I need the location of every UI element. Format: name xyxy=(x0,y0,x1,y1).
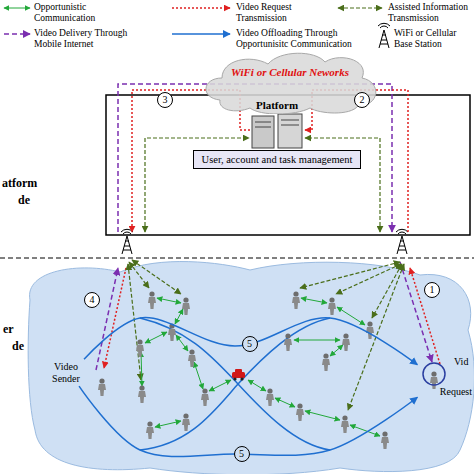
requester-label: VidRequest xyxy=(420,356,472,404)
legend-sample xyxy=(338,8,382,9)
legend-sample xyxy=(4,34,30,35)
requester-name: Vid xyxy=(420,356,472,368)
callout-number: 3 xyxy=(157,92,173,108)
legend-line xyxy=(4,33,30,35)
base-station-icon xyxy=(378,23,390,48)
offload-loop xyxy=(140,318,330,450)
management-box: User, account and task management xyxy=(193,150,362,169)
callout-number: 4 xyxy=(84,292,100,308)
platform-frame xyxy=(106,95,470,235)
user-figure xyxy=(98,291,438,449)
platform-node: PlatformUser, account and task managemen… xyxy=(160,99,394,169)
callout-number: 2 xyxy=(354,92,370,108)
opportunistic-link xyxy=(141,298,380,436)
legend-text: Video Request Transmission xyxy=(236,2,316,24)
side-label: er xyxy=(3,322,14,337)
legend-text: Opportunistic Communication xyxy=(34,2,114,24)
legend-sample xyxy=(4,8,30,9)
legend-line xyxy=(4,8,30,9)
legend-sample xyxy=(378,23,390,48)
base-station-icon xyxy=(396,229,408,254)
legend-line xyxy=(172,7,230,9)
assist-path xyxy=(128,138,404,410)
legend-line xyxy=(338,7,382,8)
sender-name: Video Sender xyxy=(44,361,88,384)
legend-text: Video Offloading Through Opportunisitc C… xyxy=(236,28,378,50)
requester-name: Request xyxy=(420,386,472,398)
network-name: WiFi or Cellular Neworks xyxy=(231,66,349,78)
sender-label: Video Sender xyxy=(44,361,88,384)
legend-line xyxy=(172,33,230,35)
base-station-icon xyxy=(121,229,133,254)
side-label: de xyxy=(18,193,30,208)
callout-number: 1 xyxy=(424,282,440,298)
requester-circle xyxy=(423,363,445,385)
server-icon xyxy=(252,114,302,148)
user-region xyxy=(28,262,474,474)
legend-sample xyxy=(172,34,230,35)
offload-connector xyxy=(79,386,417,456)
request-path xyxy=(104,90,440,368)
car-icon xyxy=(232,369,245,381)
delivery-path xyxy=(96,84,432,370)
callout-number: 5 xyxy=(234,446,250,462)
callout-number: 5 xyxy=(242,336,258,352)
legend-text: Video Delivery Through Mobile Internet xyxy=(34,28,154,50)
side-label: de xyxy=(12,339,24,354)
legend-sample xyxy=(172,8,230,9)
legend-text: WiFi or Cellular Base Station xyxy=(394,28,472,50)
side-label: atform xyxy=(2,176,37,191)
legend-text: Assisted Information Transmission xyxy=(388,2,472,24)
offload-connector xyxy=(84,318,417,365)
side-divider xyxy=(0,258,474,259)
